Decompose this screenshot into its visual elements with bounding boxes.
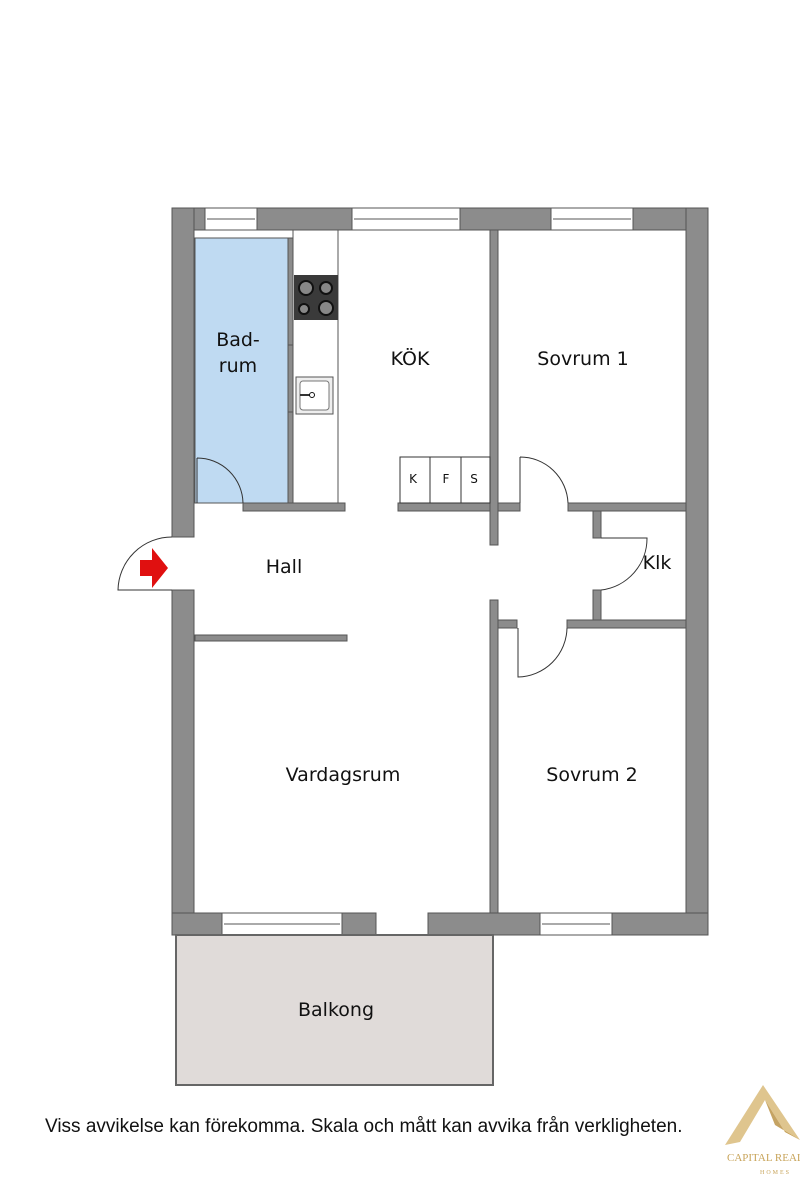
room-label-klk: Klk — [642, 552, 672, 574]
logo-mountain-icon — [725, 1085, 800, 1145]
logo-sub: HOMES — [760, 1170, 792, 1176]
capital-real-homes-logo: CAPITAL REAL HOMES — [715, 1080, 800, 1198]
appliance-label-s: S — [470, 472, 478, 486]
windows — [204, 207, 634, 936]
room-label-sovrum-2: Sovrum 2 — [546, 764, 638, 786]
balcony-area — [175, 934, 494, 1086]
room-label-hall: Hall — [265, 556, 303, 578]
stove-icon — [294, 275, 338, 320]
disclaimer-text: Viss avvikelse kan förekomma. Skala och … — [45, 1116, 683, 1137]
appliances — [399, 456, 491, 504]
doors — [117, 456, 648, 988]
room-label-sovrum-1: Sovrum 1 — [537, 348, 629, 370]
entrance-arrow-icon — [140, 548, 168, 588]
appliance-label-k: K — [409, 472, 417, 486]
logo-name: CAPITAL REAL — [727, 1152, 800, 1164]
sink-icon — [295, 376, 334, 415]
appliance-label-f: F — [442, 472, 450, 486]
room-label-badrum-line1: Bad- — [216, 329, 260, 351]
room-label-badrum-line2: rum — [218, 355, 258, 377]
kitchen-counter — [292, 229, 339, 504]
bathroom-area — [194, 237, 289, 504]
room-label-kok: KÖK — [390, 348, 430, 370]
room-label-vardagsrum: Vardagsrum — [285, 764, 401, 786]
room-label-balkong: Balkong — [297, 999, 375, 1021]
room-label-badrum: Bad-rum — [216, 327, 260, 379]
